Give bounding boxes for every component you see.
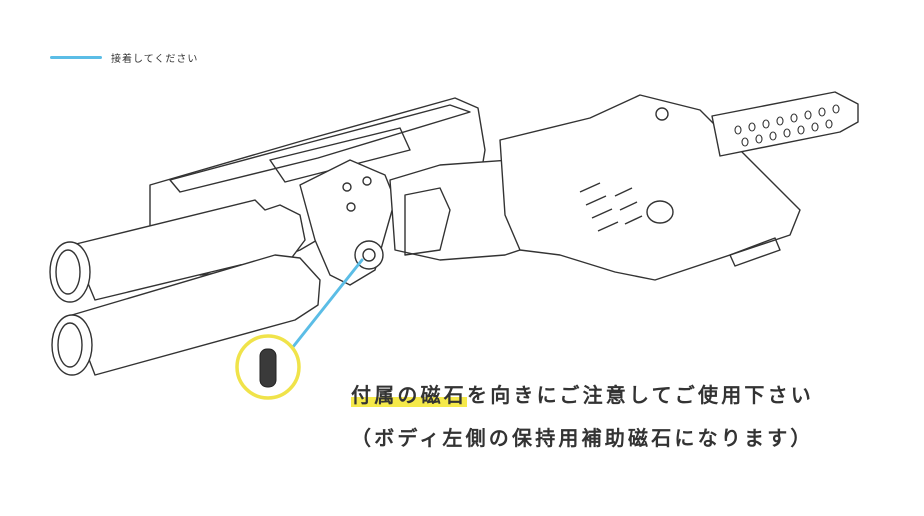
grip-holes <box>734 104 840 147</box>
perforated-grip <box>711 91 859 157</box>
magnet-purpose-note: （ボディ左側の保持用補助磁石になります） <box>351 426 814 450</box>
lower-barrel <box>71 254 321 376</box>
magnet-caution-line: 付属の磁石を向きにご注意してご使用下さい <box>351 383 814 407</box>
glue-legend-label: 接着してください <box>111 54 199 65</box>
glue-legend-line <box>50 56 102 59</box>
guard-slots <box>579 182 643 232</box>
magnet-icon <box>259 348 277 388</box>
rear-housing-top <box>169 104 471 193</box>
orientation-caution-text: を向きにご注意してご使用下さい <box>467 383 814 407</box>
center-joint <box>299 159 396 286</box>
legend: 接着してください <box>50 50 198 65</box>
upper-barrel <box>71 199 306 301</box>
included-magnet-highlight: 付属の磁石 <box>351 383 467 407</box>
callout-leader-line <box>279 258 364 364</box>
